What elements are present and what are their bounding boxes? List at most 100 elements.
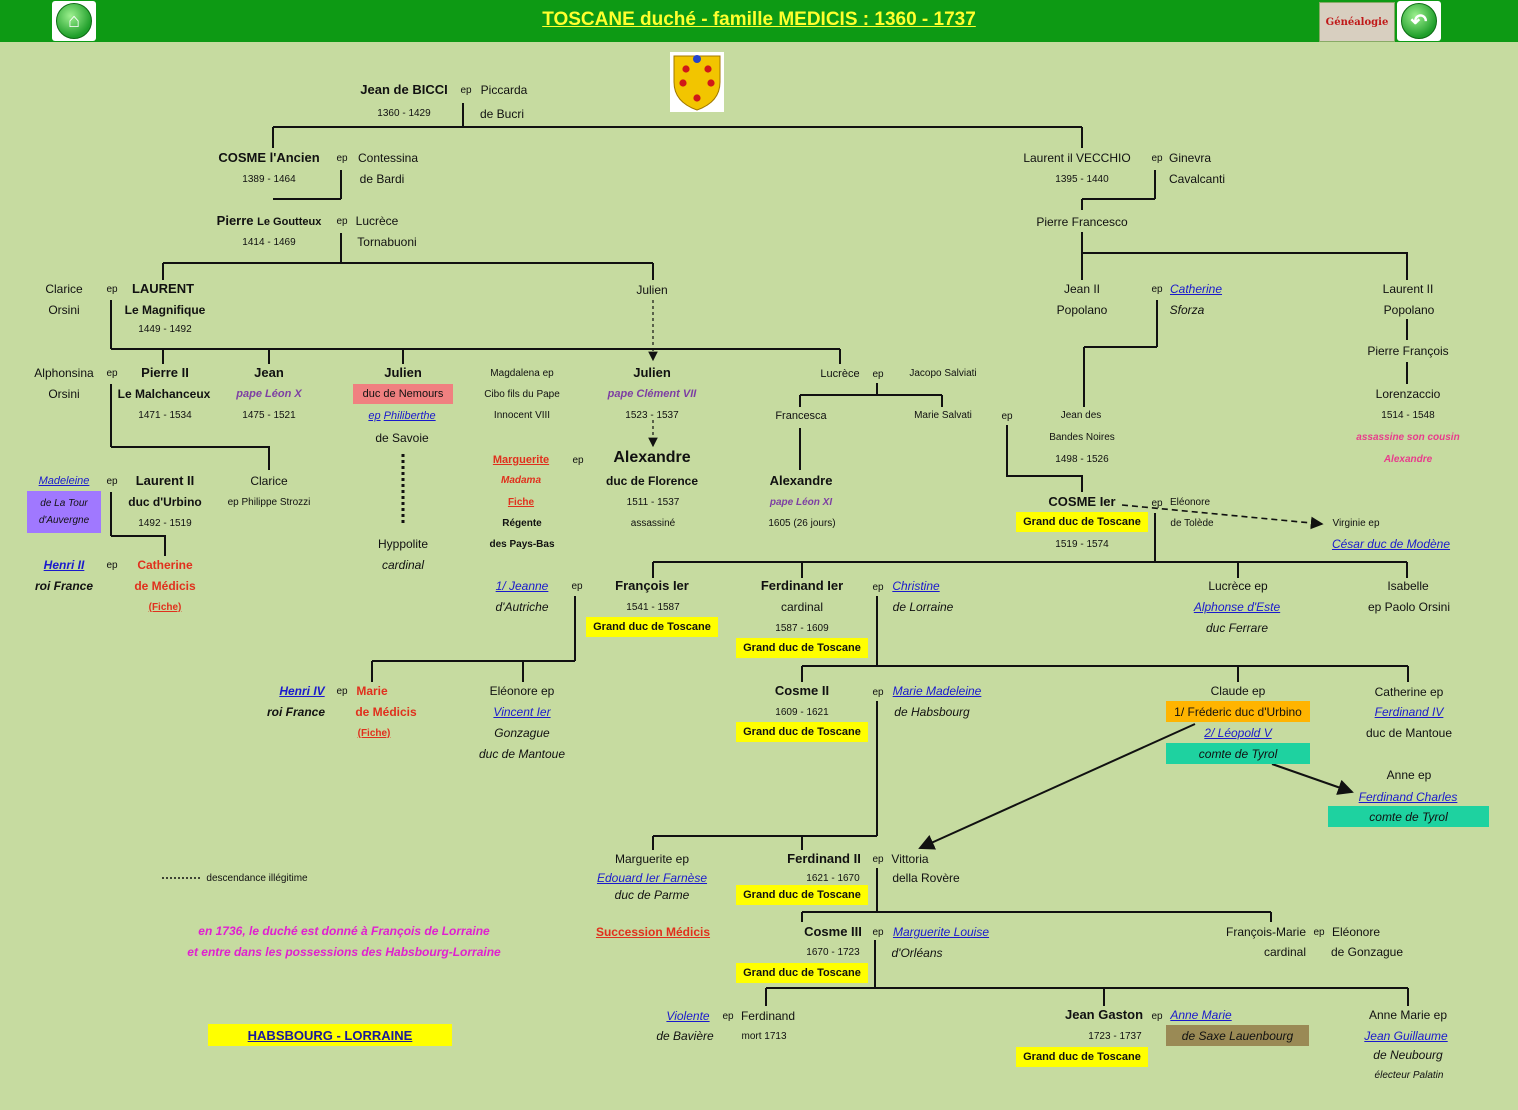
isabelle-spouse: ep Paolo Orsini: [1367, 600, 1451, 614]
link-jeanne-autriche[interactable]: 1/ Jeanne: [495, 579, 549, 593]
person-cosme-3: Cosme III: [804, 924, 862, 939]
cosme-2-dates: 1609 - 1621: [775, 707, 829, 718]
person-julien-clement: Julien: [633, 365, 671, 380]
jean-de-bicci-dates: 1360 - 1429: [377, 108, 431, 119]
link-violente[interactable]: Violente: [666, 1009, 710, 1023]
person-claude: Claude ep: [1210, 684, 1266, 698]
person-catherine-medicis: Catherine: [137, 558, 193, 572]
person-marie-salvati: Marie Salvati: [914, 410, 972, 421]
link-marguerite-louise[interactable]: Marguerite Louise: [892, 925, 990, 939]
home-icon: ⌂: [56, 3, 92, 39]
person-jean-gaston: Jean Gaston: [1064, 1007, 1144, 1022]
link-jean-guillaume[interactable]: Jean Guillaume: [1364, 1029, 1448, 1043]
person-francesca: Francesca: [775, 410, 827, 422]
marie-medicis-name: de Médicis: [355, 705, 417, 719]
person-cosme-2: Cosme II: [774, 683, 830, 698]
link-ferdinand-4[interactable]: Ferdinand IV: [1374, 705, 1444, 719]
marguerite-louise-name: d'Orléans: [891, 946, 943, 960]
alphonse-este-title: duc Ferrare: [1205, 621, 1269, 635]
spouse-jacopo-salviati: Jacopo Salviati: [909, 368, 977, 379]
grand-duc-badge: Grand duc de Toscane: [736, 963, 868, 983]
henri-2-title: roi France: [34, 579, 94, 593]
ep-label: ep: [106, 284, 118, 295]
spouse-eleonore-gonzague: Eléonore: [1331, 925, 1381, 939]
link-marguerite-madama[interactable]: Marguerite: [492, 454, 550, 466]
back-button[interactable]: ↶: [1397, 1, 1441, 41]
laurent-magnifique-title: Le Magnifique: [124, 303, 206, 317]
spouse-philiberthe: ep Philiberthe: [368, 410, 436, 422]
nemours-title-box: duc de Nemours: [353, 384, 453, 404]
francois-marie-title: cardinal: [1263, 945, 1307, 959]
clarice-strozzi-spouse: ep Philippe Strozzi: [227, 497, 311, 508]
page-title: TOSCANE duché - famille MEDICIS : 1360 -…: [542, 9, 976, 30]
person-julien-nemours: Julien: [384, 365, 422, 380]
person-laurent-vecchio: Laurent il VECCHIO: [1023, 151, 1131, 165]
link-catherine-sforza[interactable]: Catherine: [1169, 282, 1223, 296]
person-alexandre-leon-xi: Alexandre: [769, 473, 833, 488]
grand-duc-badge: Grand duc de Toscane: [1016, 512, 1148, 532]
link-fiche-marie[interactable]: (Fiche): [357, 728, 391, 739]
person-laurent-2-urbino: Laurent II: [135, 473, 195, 488]
person-clarice-strozzi: Clarice: [250, 474, 288, 488]
spouse-lucrece-tornabuoni: Lucrèce: [355, 214, 399, 228]
laurent-magnifique-dates: 1449 - 1492: [138, 324, 192, 335]
grand-duc-badge: Grand duc de Toscane: [736, 638, 868, 658]
link-succession-medicis[interactable]: Succession Médicis: [595, 925, 711, 939]
person-alexandre: Alexandre: [613, 449, 691, 466]
habsbourg-lorraine-link[interactable]: HABSBOURG - LORRAINE: [208, 1024, 452, 1046]
jean-bandes-noires-dates: 1498 - 1526: [1055, 454, 1109, 465]
link-fiche-catherine[interactable]: (Fiche): [148, 602, 182, 613]
saxe-lauenbourg-box: de Saxe Lauenbourg: [1166, 1025, 1309, 1046]
grand-duc-badge: Grand duc de Toscane: [1016, 1047, 1148, 1067]
link-christine-lorraine[interactable]: Christine: [892, 579, 940, 593]
link-edouard-farnese[interactable]: Edouard Ier Farnèse: [596, 871, 708, 885]
link-vincent-1[interactable]: Vincent Ier: [493, 705, 551, 719]
violente-name: de Bavière: [656, 1029, 714, 1043]
ferdinand-1-dates: 1587 - 1609: [775, 623, 829, 634]
link-ferdinand-charles[interactable]: Ferdinand Charles: [1358, 790, 1458, 804]
link-alphonse-este[interactable]: Alphonse d'Este: [1193, 600, 1281, 614]
jean-leon-x-dates: 1475 - 1521: [242, 410, 296, 421]
genealogie-button[interactable]: Généalogie: [1319, 2, 1395, 42]
header-bar: TOSCANE duché - famille MEDICIS : 1360 -…: [0, 0, 1518, 42]
ep-label: ep: [460, 85, 472, 96]
person-laurent-magnifique: LAURENT: [131, 281, 195, 296]
person-jean-bandes-noires: Jean des: [1060, 410, 1102, 421]
tyrol-title-box-2: comte de Tyrol: [1328, 806, 1489, 827]
spouse-piccarda-name: de Bucri: [479, 107, 525, 121]
link-leopold-5[interactable]: 2/ Léopold V: [1204, 726, 1272, 740]
link-anne-marie-saxe[interactable]: Anne Marie: [1170, 1008, 1232, 1022]
spouse-ginevra: Ginevra: [1168, 151, 1212, 165]
pierre-2-dates: 1471 - 1534: [138, 410, 192, 421]
person-eleonore-gonzague: Eléonore ep: [489, 684, 555, 698]
person-pierre-francois: Pierre François: [1367, 344, 1449, 358]
cosme-3-dates: 1670 - 1723: [806, 947, 860, 958]
alphonsina-name: Orsini: [48, 387, 80, 401]
link-henri-4[interactable]: Henri IV: [279, 684, 325, 698]
link-cesar-modene[interactable]: César duc de Modène: [1331, 537, 1451, 551]
person-pierre-goutteux: Pierre Le Goutteux: [216, 213, 322, 229]
spouse-piccarda: Piccarda: [480, 83, 528, 97]
genealogie-label: Généalogie: [1325, 16, 1389, 28]
laurent-popolano-name: Popolano: [1383, 303, 1435, 317]
vincent-1-title: duc de Mantoue: [478, 747, 566, 761]
person-jean-leon-x: Jean: [254, 365, 284, 380]
link-philiberthe[interactable]: Philiberthe: [383, 410, 436, 422]
jean-leon-x-title: pape Léon X: [236, 388, 302, 400]
person-marie-medicis: Marie: [356, 684, 388, 698]
francois-1-dates: 1541 - 1587: [626, 602, 680, 613]
link-marie-madeleine[interactable]: Marie Madeleine: [892, 684, 982, 698]
note-line-1: en 1736, le duché est donné à François d…: [198, 924, 490, 938]
ep-label: ep: [106, 560, 118, 571]
vittoria-name: della Rovère: [892, 871, 960, 885]
spouse-contessina: Contessina: [357, 151, 419, 165]
link-madeleine[interactable]: Madeleine: [38, 475, 90, 487]
alexandre-leon-xi-title: pape Léon XI: [769, 497, 833, 508]
ep-label: ep: [106, 368, 118, 379]
link-henri-2[interactable]: Henri II: [43, 558, 85, 572]
ferdinand-1-title: cardinal: [780, 600, 824, 614]
marie-madeleine-name: de Habsbourg: [894, 705, 970, 719]
link-fiche-marguerite[interactable]: Fiche: [507, 497, 535, 508]
ep-label: ep: [336, 686, 348, 697]
home-button[interactable]: ⌂: [52, 1, 96, 41]
